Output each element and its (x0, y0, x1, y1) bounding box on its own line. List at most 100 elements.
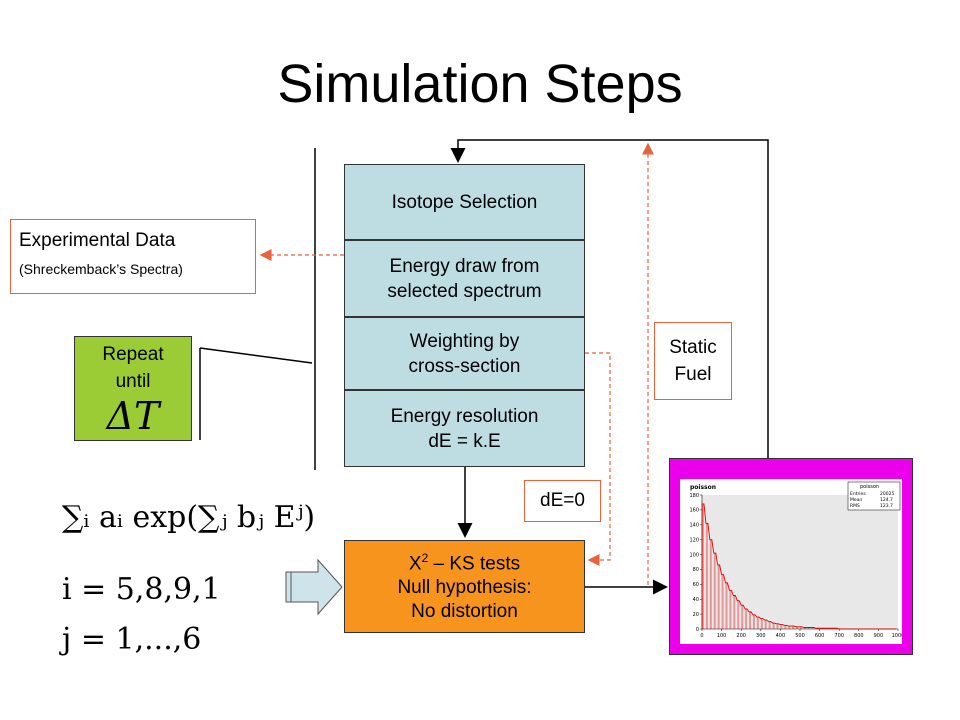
y-tick-label: 20 (693, 612, 699, 618)
experimental-data-box: Experimental Data (Shreckemback’s Spectr… (10, 219, 256, 294)
x-tick-label: 700 (834, 633, 844, 639)
big-arrow (285, 558, 343, 616)
step-resolution-line2: dE = k.E (428, 430, 501, 452)
histogram-bar (733, 595, 736, 629)
i-values-formula: i = 5,8,9,1 (62, 572, 221, 607)
x-tick-label: 500 (795, 633, 805, 639)
histogram-bar (713, 553, 716, 629)
x-tick-label: 0 (700, 633, 703, 639)
j-values-formula: j = 1,...,6 (62, 622, 202, 657)
page-title: Simulation Steps (277, 54, 683, 114)
repeat-line2: until (115, 371, 151, 392)
histogram-bar (717, 564, 720, 629)
stats-box: poisson Entries 20025 Mean 124.7 RMS 123… (847, 481, 901, 511)
y-tick-label: 140 (689, 523, 699, 529)
histogram-bar (788, 626, 791, 629)
histogram-bar (752, 614, 755, 629)
histogram-bar (800, 626, 802, 629)
histogram-outline (701, 503, 897, 630)
tests-chi: X (408, 553, 422, 575)
histogram-bar (721, 574, 724, 629)
histogram-bar (760, 618, 763, 629)
y-tick-label: 40 (693, 597, 699, 603)
histogram-bar (737, 600, 740, 629)
histogram-bar (792, 626, 795, 629)
chart-title: poisson (690, 484, 716, 491)
stats-rms-value: 123.7 (880, 503, 893, 509)
stats-mean-value: 124.7 (880, 497, 893, 503)
step-isotope-selection: Isotope Selection (344, 164, 585, 240)
stats-mean-label: Mean (850, 497, 862, 503)
stats-entries-value: 20025 (880, 491, 894, 497)
sum-formula: ∑ᵢ aᵢ exp(∑ⱼ bⱼ Eʲ) (62, 500, 316, 535)
histogram-bar (725, 582, 728, 629)
tests-line3: No distortion (411, 601, 518, 623)
histogram-series (701, 503, 897, 630)
stats-box-frame (847, 481, 901, 511)
histogram-bar (796, 626, 799, 629)
tests-line2: Null hypothesis: (397, 577, 532, 599)
histogram-bar (764, 620, 767, 629)
stats-entries-label: Entries (850, 491, 866, 497)
y-tick-label: 180 (689, 493, 699, 499)
step-weighting-line2: cross-section (408, 355, 521, 377)
tests-chi-rest: – KS tests (428, 553, 521, 575)
static-fuel-line2: Fuel (674, 364, 712, 385)
histogram-bar (772, 623, 775, 629)
histogram-bar (709, 539, 712, 629)
x-tick-label: 600 (815, 633, 825, 639)
histogram-bar (741, 605, 744, 629)
step-resolution-line1: Energy resolution (390, 405, 539, 427)
y-tick-label: 120 (689, 537, 699, 543)
de-dashed-arrow (585, 352, 611, 566)
loop-line (450, 139, 769, 458)
stats-title: poisson (860, 484, 879, 490)
x-tick-label: 300 (756, 633, 766, 639)
de-zero-box: dE=0 (524, 480, 601, 522)
experimental-data-label: Experimental Data (19, 230, 176, 251)
repeat-connector-line (199, 347, 313, 364)
stats-rms-label: RMS (850, 503, 860, 509)
histogram-bar (745, 608, 748, 629)
histogram-bar (768, 621, 771, 629)
histogram-bar (756, 617, 759, 629)
step-energy-draw-line1: Energy draw from (389, 255, 540, 277)
step-isotope-label: Isotope Selection (391, 191, 538, 213)
delta-t-symbol: ΔT (106, 394, 160, 438)
x-tick-label: 800 (854, 633, 864, 639)
step-energy-resolution: Energy resolution dE = k.E (344, 390, 585, 467)
x-tick-label: 200 (736, 633, 746, 639)
histogram-bar (803, 627, 806, 629)
y-tick-label: 100 (689, 552, 699, 558)
repeat-line1: Repeat (102, 344, 164, 365)
experimental-data-source: (Shreckemback’s Spectra) (19, 261, 183, 277)
y-tick-label: 0 (696, 627, 699, 633)
plot-area-background (702, 495, 898, 629)
histogram-chart: poisson poisson Entries 20025 Mean 124.7… (680, 479, 902, 644)
step-weighting: Weighting by cross-section (344, 317, 585, 390)
histogram-bar (702, 503, 704, 629)
y-tick-label: 60 (693, 582, 699, 588)
y-tick-label: 80 (693, 567, 699, 573)
histogram-panel: poisson poisson Entries 20025 Mean 124.7… (669, 458, 913, 655)
histogram-bar (807, 627, 810, 629)
histogram-bar (729, 590, 732, 629)
step-weighting-line1: Weighting by (409, 330, 520, 352)
step-energy-draw: Energy draw from selected spectrum (344, 240, 585, 317)
histogram-bar (784, 625, 787, 629)
histogram-bar (705, 523, 708, 629)
tests-box: X2 – KS tests Null hypothesis: No distor… (344, 540, 585, 633)
histogram-bar (749, 611, 751, 629)
histogram-bar (780, 624, 783, 629)
histogram-bar (811, 627, 814, 629)
x-tick-label: 100 (717, 633, 727, 639)
tests-line1: X2 – KS tests (345, 546, 584, 576)
histogram-bar (776, 623, 779, 629)
y-tick-label: 160 (689, 508, 699, 514)
static-fuel-line1: Static (669, 337, 717, 358)
x-tick-label: 400 (776, 633, 786, 639)
tests-chi-sup: 2 (421, 551, 429, 565)
static-fuel-box: Static Fuel (654, 322, 732, 400)
